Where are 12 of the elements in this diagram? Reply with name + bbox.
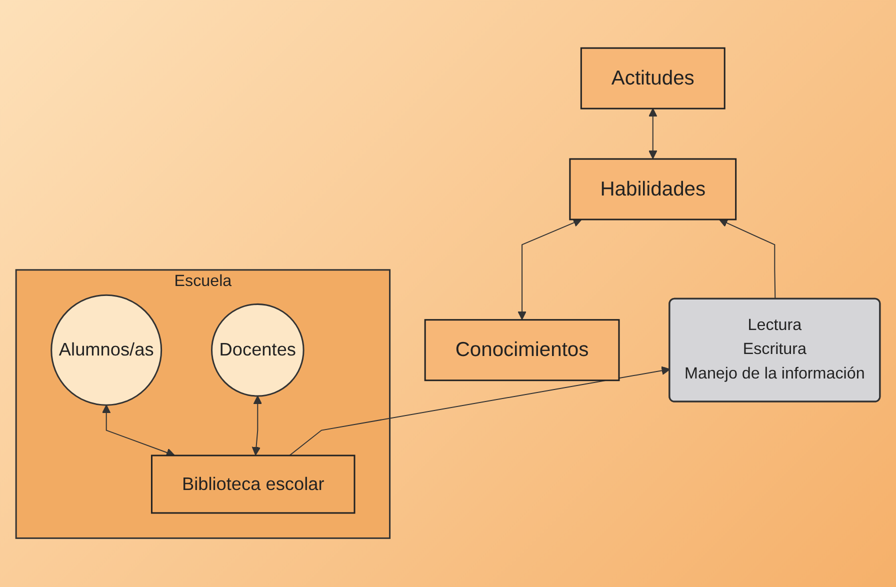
arrow: [718, 219, 776, 300]
arrow: [252, 396, 262, 456]
arrow: [289, 366, 670, 456]
arrow: [518, 218, 582, 320]
arrow: [102, 405, 175, 458]
node-box: Biblioteca escolar: [150, 455, 356, 514]
node-box: Habilidades: [569, 158, 737, 221]
arrow: [648, 108, 658, 160]
node-circle: Docentes: [211, 304, 304, 398]
node-box: Conocimientos: [424, 319, 620, 382]
node-box: Actitudes: [580, 48, 726, 110]
node-circle: Alumnos/as: [50, 294, 162, 406]
